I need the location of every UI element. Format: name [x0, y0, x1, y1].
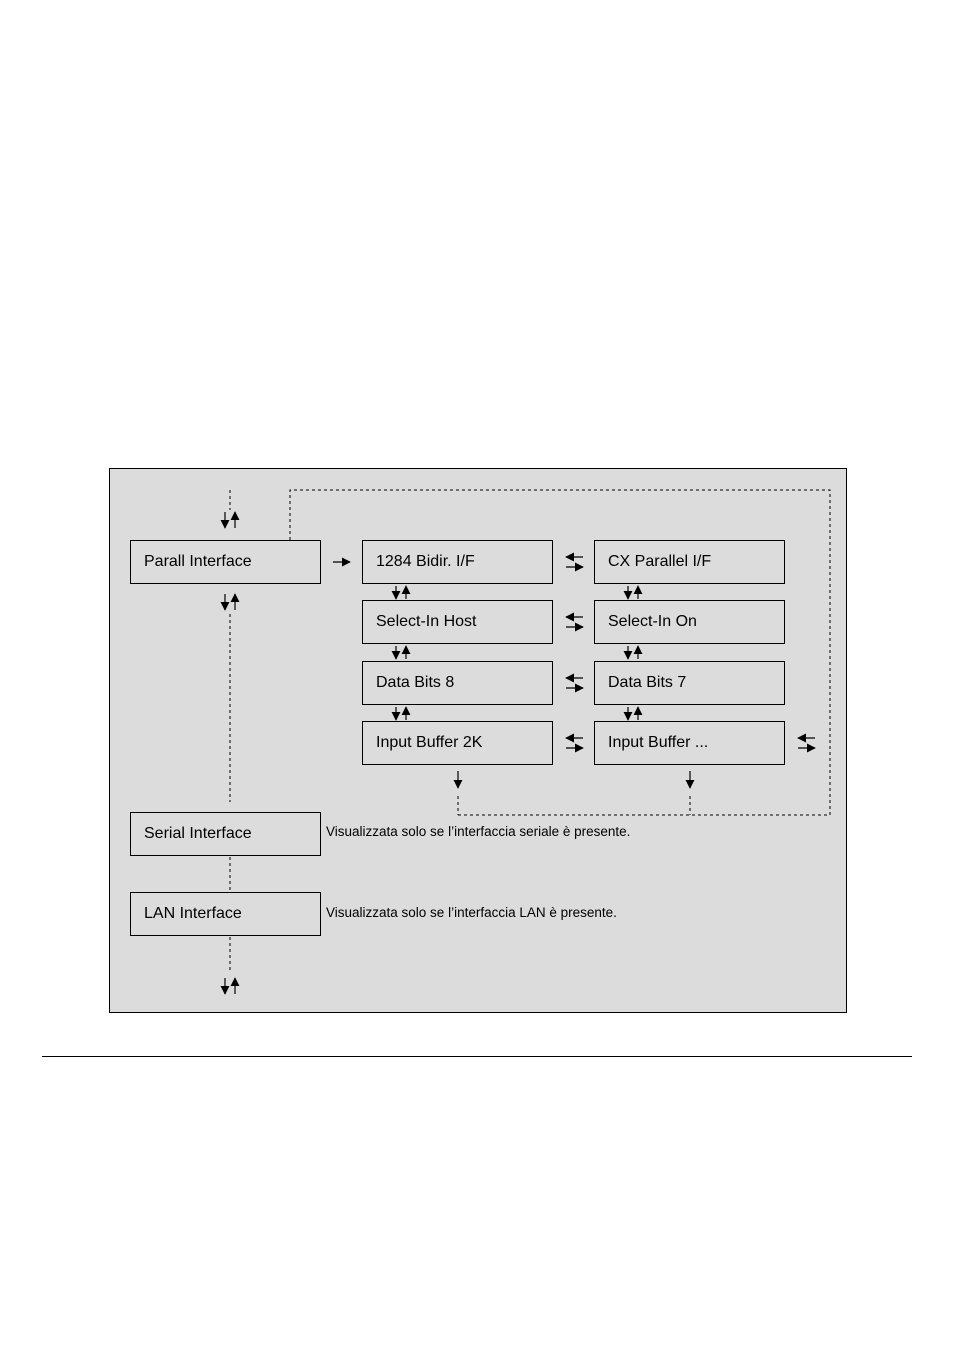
leftright-arrows-row1 [565, 552, 584, 572]
leftright-arrows-row3 [565, 673, 584, 693]
lan-interface-box: LAN Interface [130, 892, 321, 936]
option-select-in-host: Select-In Host [362, 600, 553, 644]
updown-arrows-col2-row1 [623, 585, 643, 600]
updown-arrows-col1-row3 [391, 706, 411, 721]
serial-note: Visualizzata solo se l’interfaccia seria… [326, 824, 631, 839]
updown-arrows-col2-row3 [623, 706, 643, 721]
option-1284-bidir: 1284 Bidir. I/F [362, 540, 553, 584]
leftright-arrows-row4 [565, 733, 584, 753]
updown-arrows-bottom [220, 977, 240, 995]
option-input-buffer-more: Input Buffer ... [594, 721, 785, 765]
parall-interface-box: Parall Interface [130, 540, 321, 584]
serial-interface-box: Serial Interface [130, 812, 321, 856]
option-input-buffer-2k: Input Buffer 2K [362, 721, 553, 765]
updown-arrows-below-parall [220, 593, 240, 611]
lan-note: Visualizzata solo se l’interfaccia LAN è… [326, 905, 617, 920]
footer-rule [42, 1056, 912, 1057]
option-select-in-on: Select-In On [594, 600, 785, 644]
updown-arrows-top [220, 511, 240, 529]
updown-arrows-col1-row1 [391, 585, 411, 600]
leftright-arrows-row2 [565, 612, 584, 632]
updown-arrows-col1-row2 [391, 645, 411, 660]
leftright-arrows-right-edge [797, 733, 816, 753]
updown-arrows-col2-row2 [623, 645, 643, 660]
option-data-bits-8: Data Bits 8 [362, 661, 553, 705]
dashed-loop-top [289, 489, 831, 816]
option-cx-parallel: CX Parallel I/F [594, 540, 785, 584]
option-data-bits-7: Data Bits 7 [594, 661, 785, 705]
